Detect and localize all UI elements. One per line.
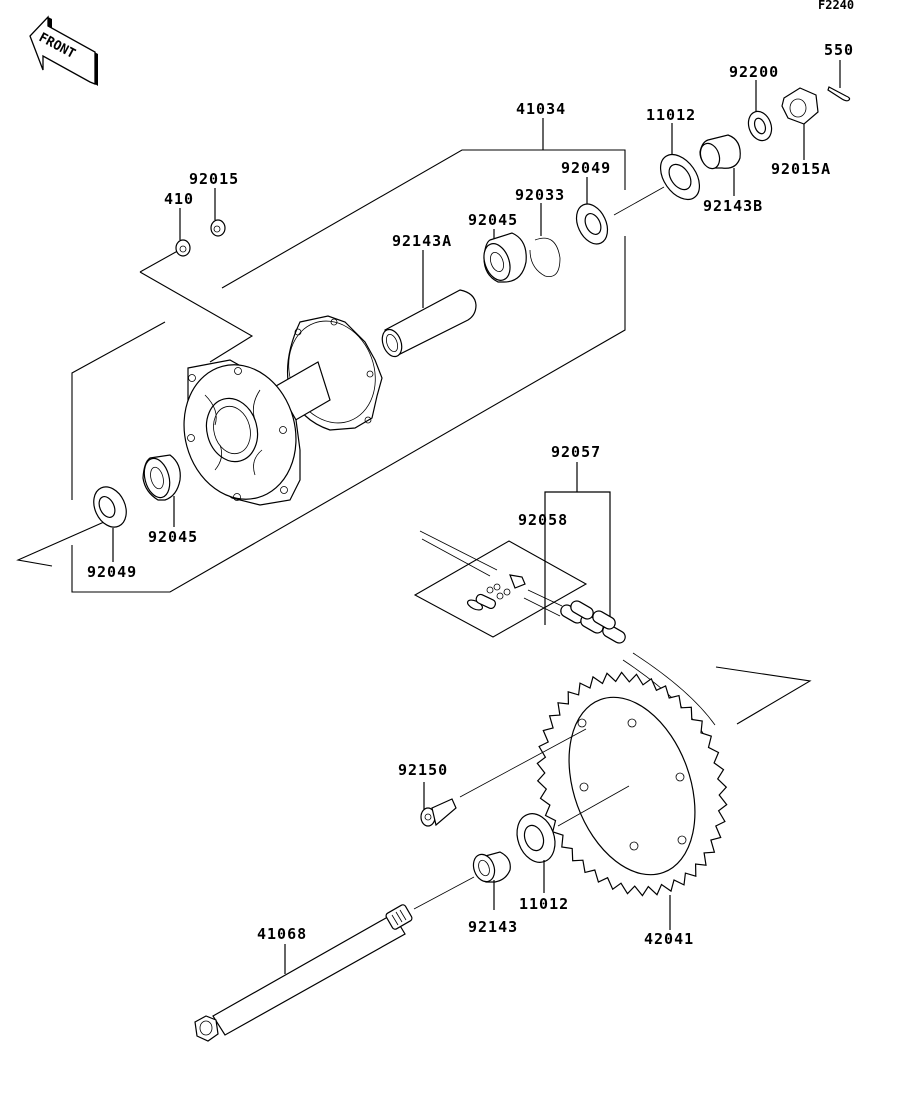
collar-left	[516, 813, 556, 893]
label-92033: 92033	[515, 186, 565, 204]
label-92143: 92143	[468, 918, 518, 936]
label-410: 410	[164, 190, 194, 208]
label-92143a: 92143A	[392, 232, 452, 250]
bearing-left	[142, 454, 181, 527]
cotter-pin	[827, 60, 851, 102]
label-92058: 92058	[518, 511, 568, 529]
axle	[194, 904, 413, 1042]
figure-code: F2240	[818, 0, 854, 12]
label-41068: 41068	[257, 925, 307, 943]
label-41034: 41034	[516, 100, 566, 118]
circlip	[529, 203, 561, 277]
front-arrow-icon: FRONT	[29, 15, 98, 86]
spacer-92143	[413, 851, 511, 910]
rear-hub	[183, 315, 383, 506]
label-92045-right: 92045	[468, 211, 518, 229]
spacer-92143a	[381, 250, 477, 358]
label-92150: 92150	[398, 761, 448, 779]
washer-small	[175, 208, 191, 257]
label-92057: 92057	[551, 443, 601, 461]
label-92015a: 92015A	[771, 160, 831, 178]
label-550: 550	[824, 41, 854, 59]
label-92045-left: 92045	[148, 528, 198, 546]
label-11012-left: 11012	[519, 895, 569, 913]
label-92200: 92200	[729, 63, 779, 81]
label-42041: 42041	[644, 930, 694, 948]
label-92015: 92015	[189, 170, 239, 188]
spacer-92143b	[699, 134, 741, 196]
hub-assembly-bracket	[16, 118, 626, 593]
oil-seal-left	[93, 486, 127, 562]
chain-joint-kit	[413, 530, 588, 638]
oil-seal-right	[575, 177, 665, 245]
axle-nut	[781, 87, 819, 160]
sprocket-bolt	[420, 782, 457, 827]
bearing-right	[483, 229, 527, 283]
washer-92200	[747, 80, 773, 142]
part-labels: 41034 550 92200 92015A 11012 92143B 9204…	[87, 41, 854, 948]
label-92049-right: 92049	[561, 159, 611, 177]
nut-small	[210, 188, 226, 237]
rear-sprocket	[459, 671, 728, 930]
label-92049-left: 92049	[87, 563, 137, 581]
collar-right	[659, 123, 701, 201]
chain-bracket	[544, 462, 611, 625]
label-92143b: 92143B	[703, 197, 763, 215]
label-11012-right: 11012	[646, 106, 696, 124]
